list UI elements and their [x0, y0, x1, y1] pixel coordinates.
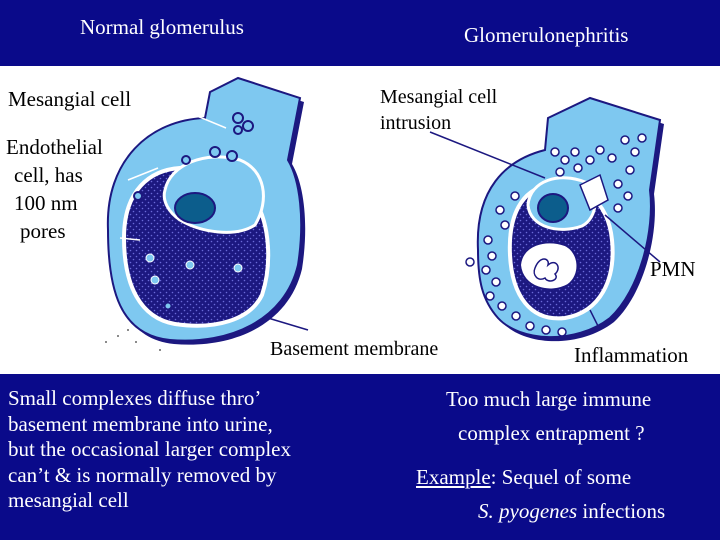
endothelial-label-line3: 100 nm [14, 191, 78, 215]
mesangial-cell-label: Mesangial cell [8, 87, 132, 111]
example-word: Example [416, 465, 491, 489]
small-complexes-line2: basement membrane into urine, [8, 411, 273, 436]
normal-glomerulus-title: Normal glomerulus [80, 15, 244, 39]
mesangial-intrusion-line2: intrusion [380, 112, 452, 134]
species-name: S. pyogenes [478, 499, 578, 523]
normal-capillary [105, 76, 306, 351]
small-complexes-text: Small complexes diffuse thro’ basement m… [8, 386, 291, 514]
glomerulonephritis-title: Glomerulonephritis [464, 23, 629, 47]
small-complexes-line4: can’t & is normally removed by [8, 462, 277, 487]
small-complexes-line1: Small complexes diffuse thro’ [8, 386, 262, 410]
example-line: Example: Sequel of some [416, 465, 632, 489]
inflamed-capillary [465, 96, 664, 342]
pointer-lines [119, 103, 661, 331]
inflammation-label: Inflammation [574, 343, 689, 367]
endothelial-label-line1: Endothelial [6, 135, 103, 159]
example-rest: : Sequel of some [490, 465, 632, 489]
endothelial-label-line2: cell, has [14, 163, 83, 187]
infections-word: infections [577, 499, 666, 523]
small-complexes-line5: mesangial cell [8, 488, 129, 513]
too-much-line2: complex entrapment ? [458, 421, 645, 445]
pmn-label: PMN [650, 257, 696, 281]
mesangial-intrusion-line1: Mesangial cell [380, 86, 498, 108]
species-line: S. pyogenes infections [478, 499, 666, 523]
endothelial-label-line4: pores [20, 219, 66, 243]
small-complexes-line3: but the occasional larger complex [8, 437, 292, 462]
basement-membrane-label: Basement membrane [270, 338, 439, 360]
too-much-line1: Too much large immune [446, 387, 652, 411]
